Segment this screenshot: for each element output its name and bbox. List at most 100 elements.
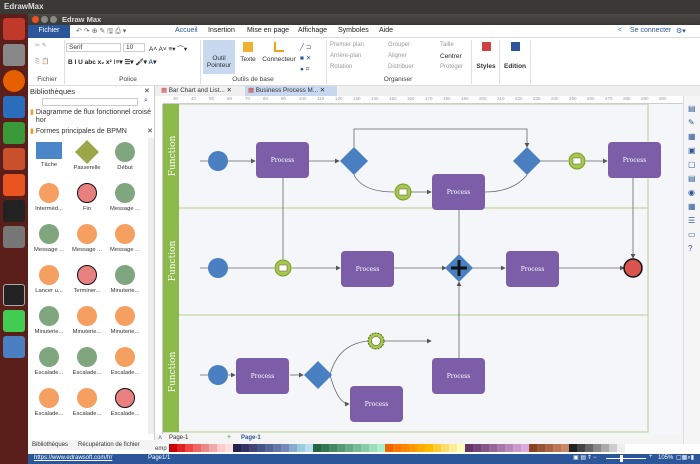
page-select[interactable]: Page-1 [169,435,189,441]
color-swatch[interactable] [505,444,513,452]
color-swatch[interactable] [201,444,209,452]
color-swatch[interactable] [409,444,417,452]
color-swatch[interactable] [329,444,337,452]
page-tab[interactable]: Page-1 [241,435,261,441]
color-swatch[interactable] [185,444,193,452]
tab-insertion[interactable]: Insertion [208,27,235,34]
font-size-select[interactable]: 10 [123,43,145,52]
color-swatch[interactable] [393,444,401,452]
color-swatch[interactable] [313,444,321,452]
edraw-icon[interactable] [3,336,25,358]
start-event[interactable] [208,258,228,278]
color-swatch[interactable] [377,444,385,452]
color-swatch[interactable] [617,444,625,452]
color-swatch[interactable] [225,444,233,452]
process-task[interactable] [608,142,661,178]
view-mode-icons[interactable]: ▣ ▤ ⍒ − [573,455,597,461]
color-swatch[interactable] [217,444,225,452]
side-tool-icons[interactable]: ▤✎▦▣▢▤◉▦☰▭? [688,104,696,253]
color-swatch[interactable] [545,444,553,452]
tab-file-recovery[interactable]: Récupération de fichier [78,442,140,448]
gear-icon[interactable]: ⚙▾ [676,28,686,35]
color-swatch[interactable] [273,444,281,452]
color-swatch[interactable] [289,444,297,452]
color-swatch[interactable] [345,444,353,452]
library-shape[interactable]: Lancer u... [31,265,67,294]
color-swatch[interactable] [209,444,217,452]
color-swatch[interactable] [305,444,313,452]
edition-button[interactable]: Edition [502,42,528,70]
library-shape[interactable]: Escalade... [31,388,67,417]
doc-tab-bar-chart[interactable]: ▦ Bar Chart and List... ✕ [161,87,232,94]
color-swatch[interactable] [169,444,177,452]
tab-aide[interactable]: Aide [379,27,394,34]
group-button[interactable]: Grouper [388,42,411,48]
cut-icon[interactable]: ✂ ✎ [35,43,47,49]
color-swatch[interactable] [601,444,609,452]
lane-header[interactable] [163,104,179,208]
color-swatch[interactable] [609,444,617,452]
color-swatch[interactable] [521,444,529,452]
text-tool-button[interactable]: Texte [237,42,259,63]
connector-tool-button[interactable]: Connecteur [261,42,297,63]
firefox-icon[interactable] [3,70,25,92]
color-swatch[interactable] [457,444,465,452]
minimize-icon[interactable] [41,16,48,23]
send-back-button[interactable]: Arrière-plan [330,53,362,59]
color-swatch[interactable] [257,444,265,452]
library-shape[interactable]: Minuterie... [69,306,105,335]
library-shape[interactable]: Fin [69,183,105,212]
color-swatch[interactable] [369,444,377,452]
library-shape[interactable]: Interméd... [31,183,67,212]
styles-button[interactable]: Styles [475,42,497,70]
library-shape[interactable]: Escalade... [31,347,67,376]
process-task[interactable] [236,358,289,394]
library-shape[interactable]: Minuterie... [31,306,67,335]
share-icon[interactable]: < [618,27,623,34]
library-shape[interactable]: Début [107,142,143,171]
calc-icon[interactable] [3,122,25,144]
protect-button[interactable]: Protéger [440,64,464,70]
bring-front-button[interactable]: Premier plan [330,42,365,48]
color-swatch[interactable] [449,444,457,452]
color-swatch[interactable] [249,444,257,452]
library-shape[interactable]: Message ... [69,224,105,253]
gateway[interactable] [513,147,541,175]
color-swatch[interactable] [281,444,289,452]
end-event[interactable] [623,258,643,278]
lane-header[interactable] [163,315,179,432]
process-task[interactable] [350,386,403,422]
close-icon[interactable]: ✕ [147,128,153,135]
color-swatch[interactable] [353,444,361,452]
chevron-up-icon[interactable]: ˄ [158,435,163,442]
files-icon[interactable] [3,44,25,66]
library-shape[interactable]: Escalade... [107,388,143,417]
color-swatch[interactable] [513,444,521,452]
color-swatch[interactable] [473,444,481,452]
start-event[interactable] [208,151,228,171]
quick-access-toolbar[interactable]: ↶ ↷ ⊕ ✎ 🖫 ⎙ ▾ [76,28,127,35]
color-swatch[interactable] [177,444,185,452]
software-icon[interactable] [3,174,25,196]
color-swatch[interactable] [569,444,577,452]
ubuntu-icon[interactable] [3,18,25,40]
color-swatch[interactable] [265,444,273,452]
library-shape[interactable]: Message ... [31,224,67,253]
color-swatch[interactable] [561,444,569,452]
color-swatch[interactable] [193,444,201,452]
close-icon[interactable]: ✕ [144,88,150,95]
settings-icon[interactable] [3,226,25,248]
align-button[interactable]: Aligner [388,53,407,59]
library-shape[interactable]: Escalade... [69,347,105,376]
add-page-icon[interactable]: + [227,434,232,441]
gateway[interactable] [340,147,368,175]
font-format-tools[interactable]: A˄ A˅ ≡▾ ⌒▾ [149,46,188,53]
size-button[interactable]: Taille [440,42,454,48]
color-swatch[interactable] [537,444,545,452]
gateway[interactable] [304,361,332,389]
tab-accueil[interactable]: Accueil [175,27,198,34]
library-shape[interactable]: Escalade... [69,388,105,417]
center-button[interactable]: Centrer [440,53,462,60]
